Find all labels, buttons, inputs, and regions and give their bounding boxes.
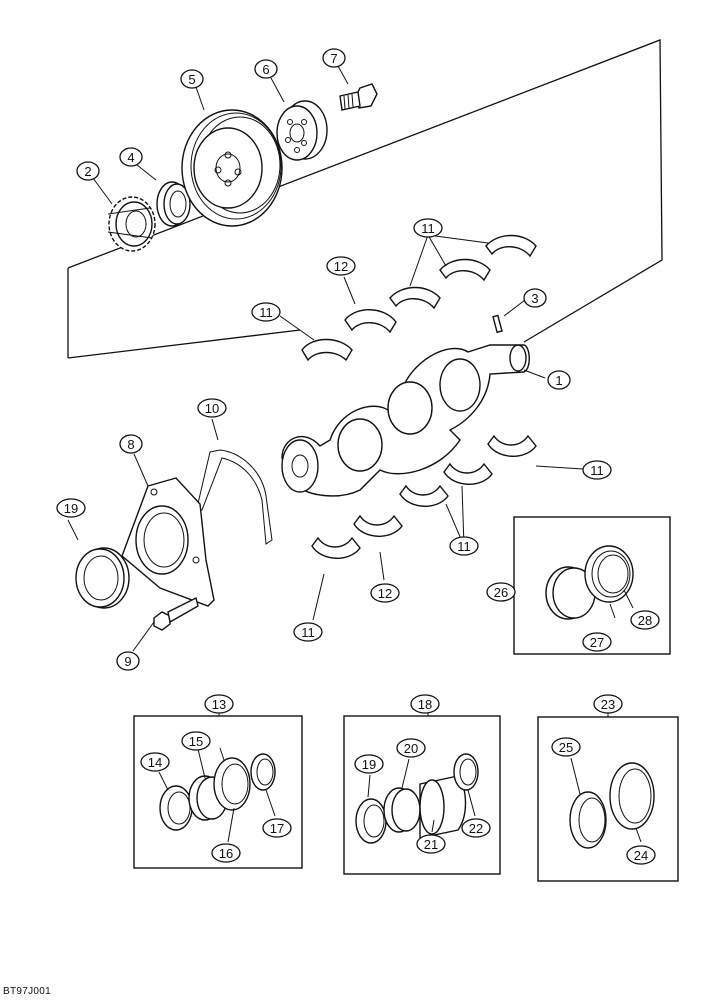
rear-seal-housing xyxy=(121,477,215,607)
svg-text:2: 2 xyxy=(84,164,91,179)
svg-text:12: 12 xyxy=(378,586,392,601)
kit-box-23 xyxy=(537,716,679,882)
callout-group: 1 2 3 4 5 6 7 8 9 10 11 11 11 11 11 12 1… xyxy=(56,48,660,865)
callout-12-bottom: 12 xyxy=(370,583,400,603)
callout-8: 8 xyxy=(119,434,143,454)
svg-text:25: 25 xyxy=(559,740,573,755)
svg-text:11: 11 xyxy=(301,625,315,640)
callout-11-right: 11 xyxy=(582,460,612,480)
svg-text:22: 22 xyxy=(469,821,483,836)
svg-text:6: 6 xyxy=(262,62,269,77)
svg-text:13: 13 xyxy=(212,697,226,712)
svg-text:7: 7 xyxy=(330,51,337,66)
svg-text:8: 8 xyxy=(127,437,134,452)
svg-text:27: 27 xyxy=(590,635,604,650)
svg-text:17: 17 xyxy=(270,821,284,836)
svg-text:12: 12 xyxy=(334,259,348,274)
callout-15: 15 xyxy=(181,731,211,751)
callout-13: 13 xyxy=(204,694,234,714)
lower-main-bearings xyxy=(311,434,537,559)
callout-2: 2 xyxy=(76,161,100,181)
front-spacer-ring xyxy=(156,181,191,227)
svg-text:1: 1 xyxy=(555,373,562,388)
callout-18: 18 xyxy=(410,694,440,714)
callout-7: 7 xyxy=(322,48,346,68)
kit-box-26 xyxy=(513,516,671,655)
callout-23: 23 xyxy=(593,694,623,714)
svg-text:14: 14 xyxy=(148,755,162,770)
svg-text:18: 18 xyxy=(418,697,432,712)
svg-text:19: 19 xyxy=(64,501,78,516)
crankshaft-gear xyxy=(107,196,156,252)
callout-21: 21 xyxy=(416,834,446,854)
svg-text:11: 11 xyxy=(590,463,604,478)
callout-28: 28 xyxy=(630,610,660,630)
svg-text:15: 15 xyxy=(189,734,203,749)
svg-text:11: 11 xyxy=(421,221,435,236)
callout-9: 9 xyxy=(116,651,140,671)
rear-seal-gasket xyxy=(195,449,273,545)
svg-text:11: 11 xyxy=(259,305,273,320)
callout-10: 10 xyxy=(197,398,227,418)
callout-16: 16 xyxy=(211,843,241,863)
pulley-bolt xyxy=(339,83,378,111)
housing-screw xyxy=(153,596,199,631)
callout-19-box: 19 xyxy=(354,754,384,774)
callout-17: 17 xyxy=(262,818,292,838)
callout-4: 4 xyxy=(119,147,143,167)
callout-19-top: 19 xyxy=(56,498,86,518)
callout-25: 25 xyxy=(551,737,581,757)
svg-text:26: 26 xyxy=(494,585,508,600)
kit-box-18 xyxy=(343,715,501,875)
callout-11-left: 11 xyxy=(251,302,281,322)
front-assembly-panel xyxy=(67,39,663,359)
callout-11-bottom: 11 xyxy=(293,622,323,642)
svg-text:24: 24 xyxy=(634,848,648,863)
callout-6: 6 xyxy=(254,59,278,79)
callout-11-top: 11 xyxy=(413,218,443,238)
vibration-damper xyxy=(276,100,328,161)
callout-3: 3 xyxy=(523,288,547,308)
figure-code: BT97J001 xyxy=(3,986,51,997)
callout-5: 5 xyxy=(180,69,204,89)
svg-text:16: 16 xyxy=(219,846,233,861)
svg-text:5: 5 xyxy=(188,72,195,87)
callout-22: 22 xyxy=(461,818,491,838)
svg-text:4: 4 xyxy=(127,150,134,165)
svg-text:10: 10 xyxy=(205,401,219,416)
callout-11-mid: 11 xyxy=(449,536,479,556)
dowel-pin xyxy=(492,314,503,334)
crankshaft-pulley xyxy=(181,109,283,227)
callout-14: 14 xyxy=(140,752,170,772)
svg-text:23: 23 xyxy=(601,697,615,712)
svg-text:19: 19 xyxy=(362,757,376,772)
callout-26: 26 xyxy=(486,582,516,602)
rear-oil-seal xyxy=(75,547,130,609)
kit-box-13 xyxy=(133,715,303,869)
svg-text:28: 28 xyxy=(638,613,652,628)
callout-20: 20 xyxy=(396,738,426,758)
svg-text:21: 21 xyxy=(424,837,438,852)
svg-text:9: 9 xyxy=(124,654,131,669)
callout-12-top: 12 xyxy=(326,256,356,276)
crankshaft xyxy=(281,344,530,497)
upper-main-bearings xyxy=(301,234,537,362)
callout-1: 1 xyxy=(547,370,571,390)
callout-27: 27 xyxy=(582,632,612,652)
svg-text:11: 11 xyxy=(457,539,471,554)
svg-text:20: 20 xyxy=(404,741,418,756)
svg-text:3: 3 xyxy=(531,291,538,306)
callout-24: 24 xyxy=(626,845,656,865)
leader-lines xyxy=(67,65,642,843)
